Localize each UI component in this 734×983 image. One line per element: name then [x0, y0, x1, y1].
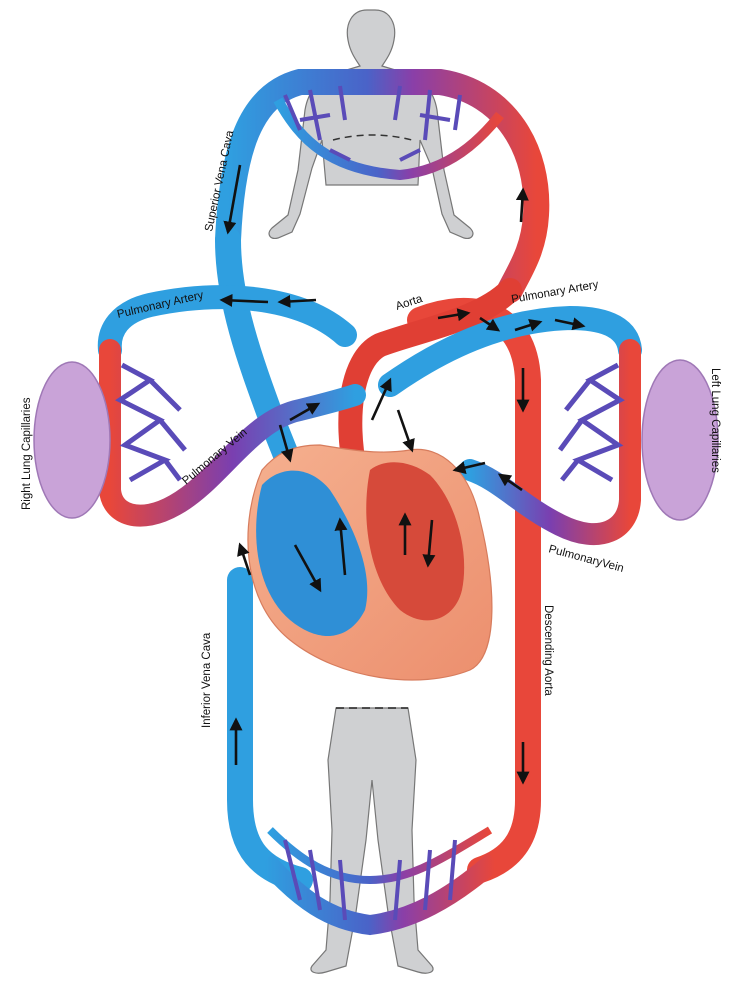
- right-lung: [34, 362, 110, 518]
- label-pulmonary-vein-left: PulmonaryVein: [547, 543, 625, 575]
- label-right-lung-capillaries: Right Lung Capillaries: [21, 397, 33, 510]
- label-inferior-vena-cava: Inferior Vena Cava: [201, 632, 213, 728]
- aorta-arch: [350, 290, 510, 470]
- label-left-lung-capillaries: Left Lung Capillaries: [709, 368, 721, 473]
- label-descending-aorta: Descending Aorta: [542, 605, 554, 696]
- arrow-heart-6: [398, 410, 412, 450]
- heart: [248, 445, 492, 680]
- left-lung: [642, 360, 718, 520]
- arrow-upper-right-up: [521, 190, 523, 222]
